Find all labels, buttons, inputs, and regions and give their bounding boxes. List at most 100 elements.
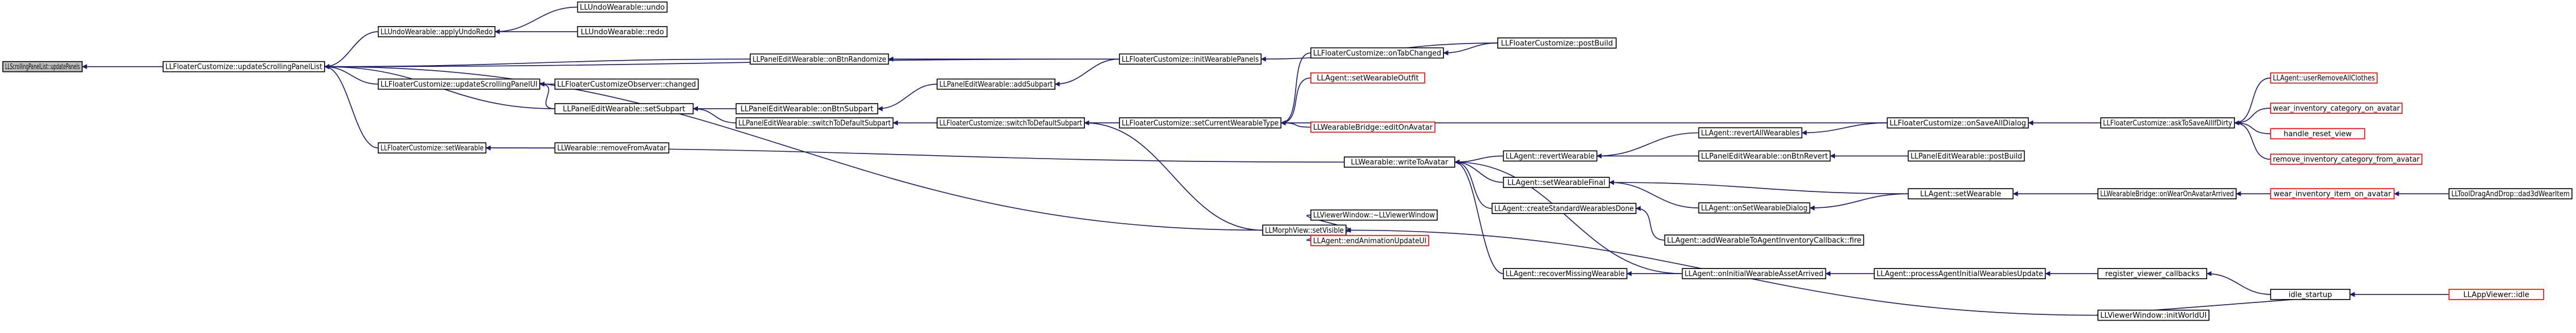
node-label-n8: LLFloaterCustomize::updateScrollingPanel…	[381, 80, 538, 89]
edge-n29-to-n26	[2234, 120, 2271, 134]
node-n43[interactable]: LLAgent::recoverMissingWearable	[1502, 268, 1628, 279]
edge-n3-to-n2	[495, 6, 578, 35]
node-label-n47: idle_startup	[2289, 291, 2332, 299]
node-n20[interactable]: LLWearable::removeFromAvatar	[554, 142, 670, 154]
node-n13[interactable]: LLPanelEditWearable::switchToDefaultSubp…	[735, 117, 894, 129]
node-n10[interactable]: LLPanelEditWearable::setSubpart	[554, 103, 694, 114]
node-label-n24: LLAgent::endAnimationUpdateUI	[1313, 237, 1427, 245]
node-n36[interactable]: LLAgent::onSetWearableDialog	[1698, 202, 1811, 214]
node-n30[interactable]: remove_inventory_category_from_avatar	[2270, 153, 2422, 165]
node-n22[interactable]: LLMorphView::setVisible	[1262, 224, 1347, 236]
node-n24[interactable]: LLAgent::endAnimationUpdateUI	[1310, 234, 1429, 246]
node-n27[interactable]: LLAgent::userRemoveAllClothes	[2270, 72, 2378, 84]
node-box-n10	[554, 103, 694, 114]
edge-n18-to-n15	[1280, 120, 1311, 128]
node-label-n20: LLWearable::removeFromAvatar	[557, 144, 667, 153]
node-box-n5	[750, 53, 889, 65]
node-box-n44	[1681, 268, 1826, 279]
node-label-n34: LLPanelEditWearable::postBuild	[1910, 152, 2022, 161]
node-box-n9	[554, 78, 699, 90]
node-label-n25: LLFloaterCustomize::onSaveAllDialog	[1889, 119, 2026, 127]
node-n12[interactable]: LLPanelEditWearable::addSubpart	[936, 78, 1055, 90]
node-n6[interactable]: LLFloaterCustomize::initWearablePanels	[1119, 53, 1262, 65]
node-n8[interactable]: LLFloaterCustomize::updateScrollingPanel…	[377, 78, 540, 90]
edge-n42-to-n41	[1636, 206, 1665, 241]
edge-n47-to-n46	[2206, 271, 2271, 295]
node-n4[interactable]: LLUndoWearable::redo	[577, 26, 668, 37]
node-n38[interactable]: LLWearableBridge::onWearOnAvatarArrived	[2097, 188, 2237, 199]
node-label-n15: LLFloaterCustomize::setCurrentWearableTy…	[1122, 119, 1279, 127]
node-n37[interactable]: LLAgent::setWearable	[1907, 188, 2014, 199]
node-n3[interactable]: LLUndoWearable::undo	[577, 1, 668, 13]
node-n29[interactable]: handle_reset_view	[2270, 128, 2365, 139]
node-box-n47	[2270, 289, 2351, 300]
node-n1[interactable]: LLFloaterCustomize::updateScrollingPanel…	[163, 61, 325, 72]
node-label-n27: LLAgent::userRemoveAllClothes	[2273, 74, 2375, 83]
node-n14[interactable]: LLFloaterCustomize::switchToDefaultSubpa…	[936, 117, 1085, 129]
node-n45[interactable]: LLAgent::processAgentInitialWearablesUpd…	[1874, 268, 2046, 279]
node-n25[interactable]: LLFloaterCustomize::onSaveAllDialog	[1887, 117, 2029, 129]
node-n23[interactable]: LLViewerWindow::~LLViewerWindow	[1310, 209, 1438, 221]
node-n19[interactable]: LLFloaterCustomize::setWearable	[377, 142, 487, 154]
node-n48[interactable]: LLAppViewer::idle	[2449, 289, 2544, 300]
node-box-n14	[936, 117, 1085, 129]
node-label-n10: LLPanelEditWearable::setSubpart	[563, 105, 685, 113]
node-n18[interactable]: LLWearableBridge::editOnAvatar	[1310, 121, 1436, 133]
node-n49[interactable]: LLViewerWindow::initWorldUI	[2097, 309, 2209, 321]
node-n35[interactable]: LLAgent::setWearableFinal	[1502, 177, 1610, 188]
node-n44[interactable]: LLAgent::onInitialWearableAssetArrived	[1681, 268, 1826, 279]
node-box-n40	[2449, 188, 2573, 199]
node-label-n6: LLFloaterCustomize::initWearablePanels	[1122, 56, 1259, 64]
node-n33[interactable]: LLPanelEditWearable::onBtnRevert	[1698, 150, 1831, 162]
node-n40[interactable]: LLToolDragAndDrop::dad3dWearItem	[2449, 188, 2573, 199]
node-n11[interactable]: LLPanelEditWearable::onBtnSubpart	[735, 103, 879, 114]
node-label-n22: LLMorphView::setVisible	[1265, 227, 1344, 235]
node-n28[interactable]: wear_inventory_category_on_avatar	[2270, 103, 2403, 114]
node-n32[interactable]: LLAgent::revertAllWearables	[1698, 127, 1803, 139]
node-n17[interactable]: LLAgent::setWearableOutfit	[1310, 72, 1425, 84]
node-n0[interactable]: LLScrollingPanelList::updatePanels	[2, 61, 83, 72]
node-n2[interactable]: LLUndoWearable::applyUndoRedo	[377, 26, 496, 37]
node-box-n46	[2097, 268, 2207, 279]
node-n46[interactable]: register_viewer_callbacks	[2097, 268, 2207, 279]
node-n31[interactable]: LLAgent::revertWearable	[1502, 150, 1598, 162]
node-label-n3: LLUndoWearable::undo	[580, 3, 665, 12]
node-n41[interactable]: LLAgent::createStandardWearablesDone	[1491, 203, 1637, 214]
node-label-n42: LLAgent::addWearableToAgentInventoryCall…	[1667, 236, 1862, 245]
node-label-n23: LLViewerWindow::~LLViewerWindow	[1313, 211, 1435, 220]
edge-n31-to-n21	[1454, 155, 1504, 165]
edge-n22-to-n1	[324, 64, 1263, 231]
node-n39[interactable]: wear_inventory_item_on_avatar	[2270, 188, 2395, 199]
node-label-n5: LLPanelEditWearable::onBtnRandomize	[752, 56, 886, 64]
node-n7[interactable]: LLFloaterCustomize::postBuild	[1497, 37, 1617, 49]
node-n16[interactable]: LLFloaterCustomize::onTabChanged	[1310, 47, 1444, 59]
node-box-n26	[2100, 117, 2235, 129]
edge-n32-to-n31	[1596, 132, 1699, 159]
node-n47[interactable]: idle_startup	[2270, 289, 2351, 300]
edge-n10-to-n8	[539, 82, 555, 109]
node-n15[interactable]: LLFloaterCustomize::setCurrentWearableTy…	[1119, 117, 1281, 129]
node-label-n12: LLPanelEditWearable::addSubpart	[939, 80, 1053, 89]
node-n5[interactable]: LLPanelEditWearable::onBtnRandomize	[750, 53, 889, 65]
node-box-n1	[163, 61, 325, 72]
node-label-n36: LLAgent::onSetWearableDialog	[1701, 204, 1808, 213]
node-label-n28: wear_inventory_category_on_avatar	[2273, 105, 2400, 113]
edge-n2-to-n1	[324, 31, 378, 70]
edge-n8-to-n1	[324, 64, 378, 85]
edge-n27-to-n26	[2234, 77, 2271, 126]
node-label-n21: LLWearable::writeToAvatar	[1351, 159, 1449, 167]
node-n9[interactable]: LLFloaterCustomizeObserver::changed	[554, 78, 699, 90]
edge-n43-to-n21	[1454, 159, 1504, 274]
node-label-n18: LLWearableBridge::editOnAvatar	[1313, 123, 1433, 132]
node-n26[interactable]: LLFloaterCustomize::askToSaveAllIfDirty	[2100, 117, 2235, 129]
node-n34[interactable]: LLPanelEditWearable::postBuild	[1907, 150, 2025, 162]
node-box-n27	[2270, 72, 2378, 84]
edge-n30-to-n26	[2234, 120, 2271, 160]
node-box-n16	[1310, 47, 1444, 59]
edge-n37-to-n35	[1609, 180, 1909, 194]
edge-n19-to-n1	[324, 64, 378, 149]
node-label-n39: wear_inventory_item_on_avatar	[2273, 190, 2391, 199]
node-n21[interactable]: LLWearable::writeToAvatar	[1344, 156, 1455, 168]
node-n42[interactable]: LLAgent::addWearableToAgentInventoryCall…	[1664, 234, 1864, 246]
node-box-n33	[1698, 150, 1831, 162]
